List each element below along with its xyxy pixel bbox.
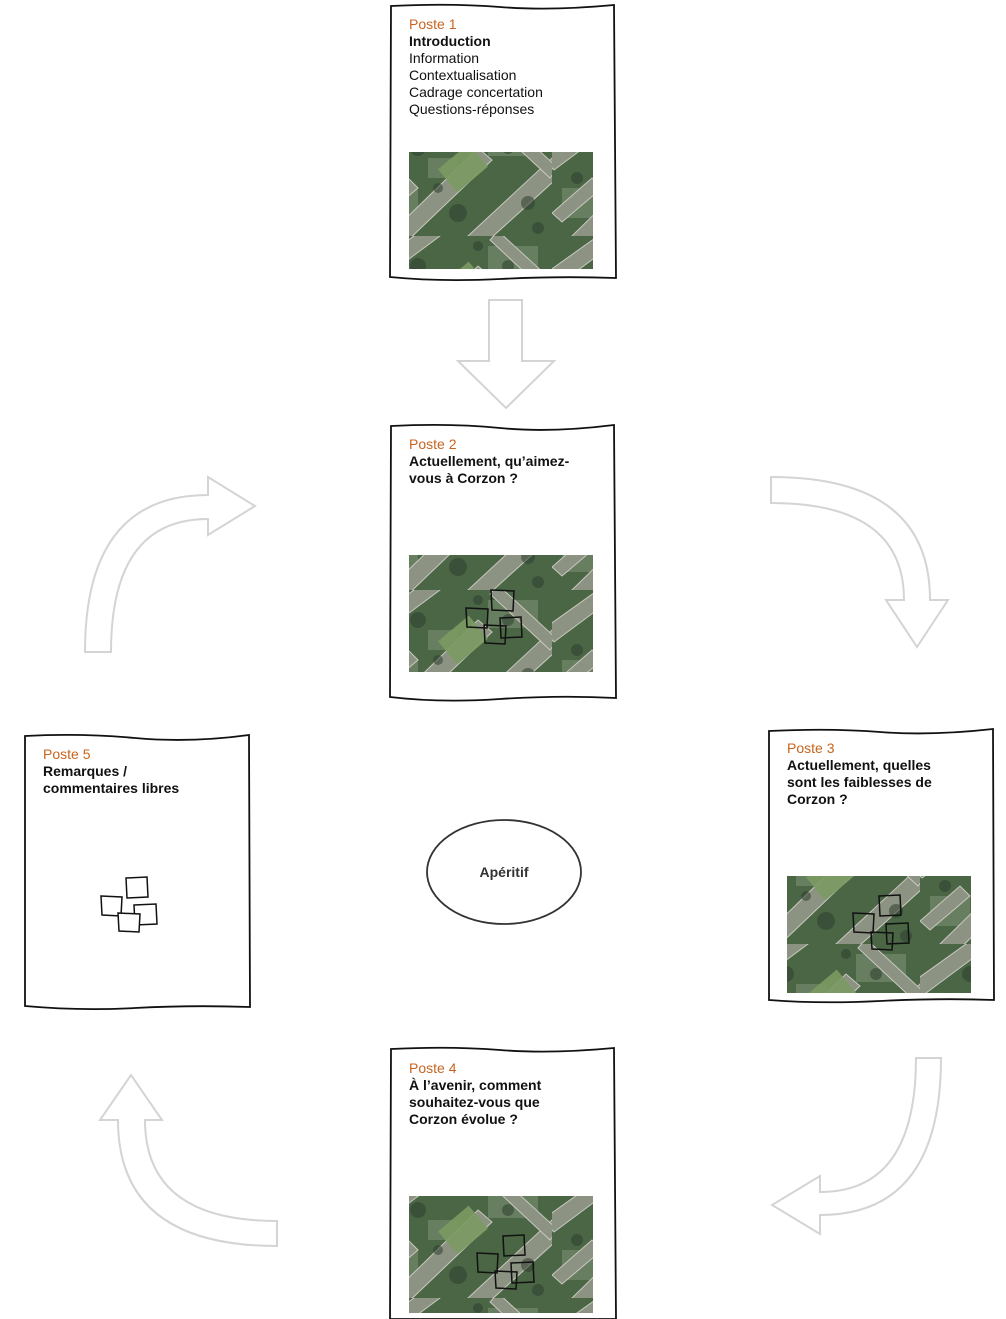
poste-3-frame: [768, 727, 995, 1004]
poste-3-title-line: Corzon ?: [787, 791, 848, 807]
poste-2-text: Poste 2 Actuellement, qu’aimez- vous à C…: [409, 436, 569, 487]
poste-5-title-line: Remarques /: [43, 763, 128, 779]
poste-2-number: Poste 2: [409, 436, 457, 452]
poste-4-text: Poste 4 À l’avenir, comment souhaitez-vo…: [409, 1060, 541, 1128]
poste-5-frame: [24, 733, 251, 1011]
sticky-notes-icon: [852, 894, 910, 951]
poste-4-number: Poste 4: [409, 1060, 457, 1076]
poste-4-title-line: souhaitez-vous que: [409, 1094, 540, 1110]
poste-2-aerial-image: [409, 555, 593, 672]
poste-4-title-line: Corzon évolue ?: [409, 1111, 518, 1127]
curved-arrow-down-left-icon: [770, 1057, 943, 1236]
sticky-notes-icon: [476, 1234, 535, 1290]
poste-1-line: Questions-réponses: [409, 101, 535, 117]
poste-3-number: Poste 3: [787, 740, 835, 756]
poste-3-text: Poste 3 Actuellement, quelles sont les f…: [787, 740, 932, 808]
poste-5-number: Poste 5: [43, 746, 91, 762]
poste-1-number: Poste 1: [409, 16, 457, 32]
poste-3-aerial-image: [787, 876, 971, 993]
poste-4-frame: [389, 1046, 617, 1319]
sticky-notes-icon: [465, 589, 523, 645]
poste-5-text: Poste 5 Remarques / commentaires libres: [43, 746, 179, 797]
poste-4-title-line: À l’avenir, comment: [409, 1077, 542, 1093]
poste-1-line: Cadrage concertation: [409, 84, 543, 100]
poste-1-title: Introduction: [409, 33, 491, 49]
poste-3-title-line: Actuellement, quelles: [787, 757, 931, 773]
aperitif-label: Apéritif: [479, 864, 529, 880]
poste-2-frame: [389, 423, 617, 702]
curved-arrow-left-up-icon: [98, 1073, 278, 1248]
poste-1-frame: [389, 3, 617, 282]
arrow-down-icon: [455, 299, 557, 410]
poste-5-title-line: commentaires libres: [43, 780, 180, 796]
poste-1-line: Information: [409, 50, 480, 66]
curved-arrow-up-right-icon: [83, 475, 257, 653]
poste-1-line: Contextualisation: [409, 67, 517, 83]
sticky-notes-icon: [100, 876, 158, 933]
poste-2-title-line: Actuellement, qu’aimez-: [409, 453, 570, 469]
curved-arrow-right-down-icon: [770, 475, 950, 649]
poste-1-aerial-image: [409, 152, 593, 269]
poste-1-text: Poste 1 Introduction Information Context…: [409, 16, 543, 118]
poste-4-aerial-image: [409, 1196, 593, 1313]
poste-3-title-line: sont les faiblesses de: [787, 774, 932, 790]
poste-2-title-line: vous à Corzon ?: [409, 470, 518, 486]
aperitif-ellipse: [426, 819, 582, 925]
